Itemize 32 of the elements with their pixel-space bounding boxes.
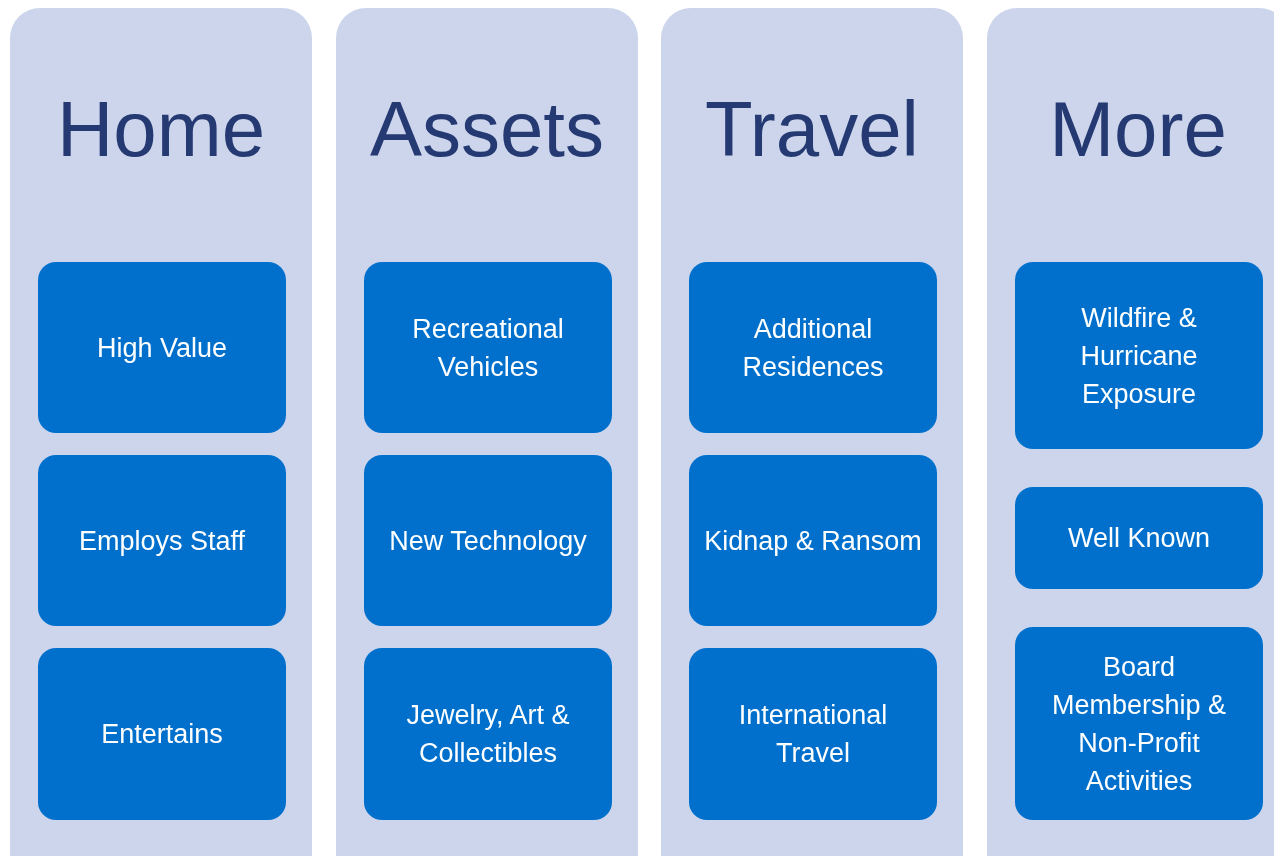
factor-label: Additional Residences [741, 312, 885, 384]
category-panel [987, 8, 1274, 856]
factor-card [1015, 627, 1263, 820]
factor-label: Jewelry, Art & Collectibles [405, 699, 571, 770]
factor-card [38, 648, 286, 820]
factor-label: Well Known [1067, 522, 1211, 555]
category-panel [661, 8, 963, 856]
factor-label: High Value [96, 331, 228, 365]
factor-label: International Travel [737, 699, 889, 770]
factor-label: Wildfire & Hurricane Exposure [1079, 301, 1199, 411]
factor-card [1015, 487, 1263, 589]
category-heading: Assets [368, 90, 606, 168]
factor-card [689, 262, 937, 433]
factor-card [364, 455, 612, 626]
category-heading: More [1048, 90, 1228, 168]
category-panel [10, 8, 312, 856]
category-panel [336, 8, 638, 856]
factor-card [689, 455, 937, 626]
category-heading: Home [55, 90, 267, 168]
factor-card [38, 455, 286, 626]
factor-label: Board Membership & Non-Profit Activities [1050, 650, 1228, 798]
factor-label: Kidnap & Ransom [704, 524, 922, 558]
factor-label: Employs Staff [78, 524, 246, 558]
factor-card [689, 648, 937, 820]
factor-card [364, 262, 612, 433]
factor-label: Recreational Vehicles [411, 312, 565, 384]
factor-label: New Technology [389, 524, 587, 558]
factor-card [1015, 262, 1263, 449]
factor-card [38, 262, 286, 433]
factor-label: Entertains [101, 718, 223, 751]
category-heading: Travel [704, 90, 920, 168]
factor-card [364, 648, 612, 820]
